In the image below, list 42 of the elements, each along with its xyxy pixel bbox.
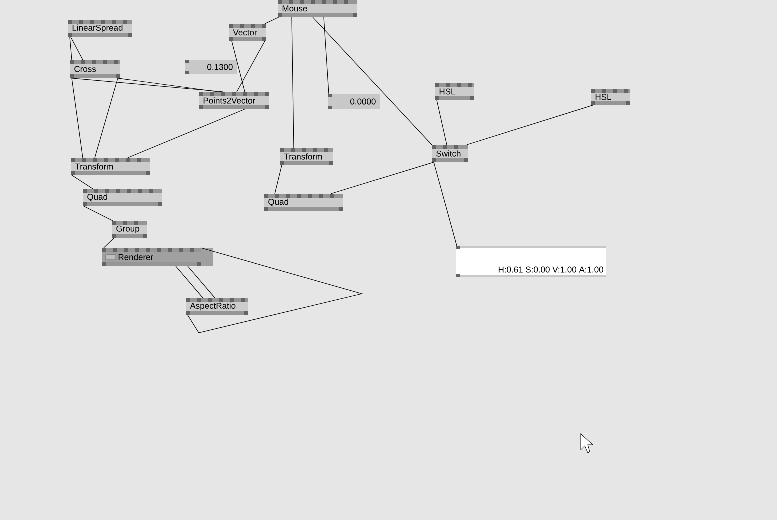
connection-line	[434, 162, 458, 246]
node-box: Points2Vector	[199, 92, 270, 110]
connection-line	[84, 206, 114, 222]
connection-line	[232, 41, 246, 92]
connection-line	[264, 17, 280, 24]
node-box: Group	[112, 221, 148, 238]
connection-line	[72, 175, 94, 190]
node-box: Transform	[71, 158, 150, 176]
node-box: Quad	[264, 194, 344, 212]
connection-line	[274, 165, 282, 194]
node-box: Cross	[70, 60, 120, 78]
node-box: Transform	[280, 148, 334, 166]
connection-line	[330, 162, 434, 194]
connection-line	[176, 266, 204, 298]
connection-line	[188, 248, 364, 334]
connection-line	[128, 109, 246, 158]
node-box: Quad	[83, 189, 162, 206]
node-box: LinearSpread	[68, 20, 132, 38]
connection-line	[72, 78, 224, 92]
value-box: 0.0000	[328, 94, 380, 110]
connection-line	[466, 105, 594, 146]
connection-line	[104, 238, 114, 248]
connection-line	[292, 17, 294, 148]
connection-line	[324, 17, 330, 94]
value-box: 0.1300	[185, 60, 238, 74]
color-display-box: H:0.61 S:0.00 V:1.00 A:1.00	[456, 246, 606, 278]
node-box: HSL	[591, 89, 630, 106]
renderer-box: Renderer	[102, 248, 214, 266]
connection-line	[188, 266, 216, 298]
connection-line	[94, 78, 118, 158]
connection-line	[70, 37, 84, 60]
node-box: Switch	[432, 145, 468, 162]
connection-line	[312, 17, 432, 146]
connection-line	[236, 41, 266, 92]
node-box: HSL	[435, 83, 474, 100]
connection-line	[70, 37, 72, 60]
connection-line	[436, 100, 448, 146]
node-box: AspectRatio	[186, 298, 248, 316]
node-box: Mouse	[278, 0, 358, 18]
connection-line	[72, 78, 84, 158]
node-box: Vector	[229, 24, 266, 42]
connection-line	[118, 78, 218, 92]
